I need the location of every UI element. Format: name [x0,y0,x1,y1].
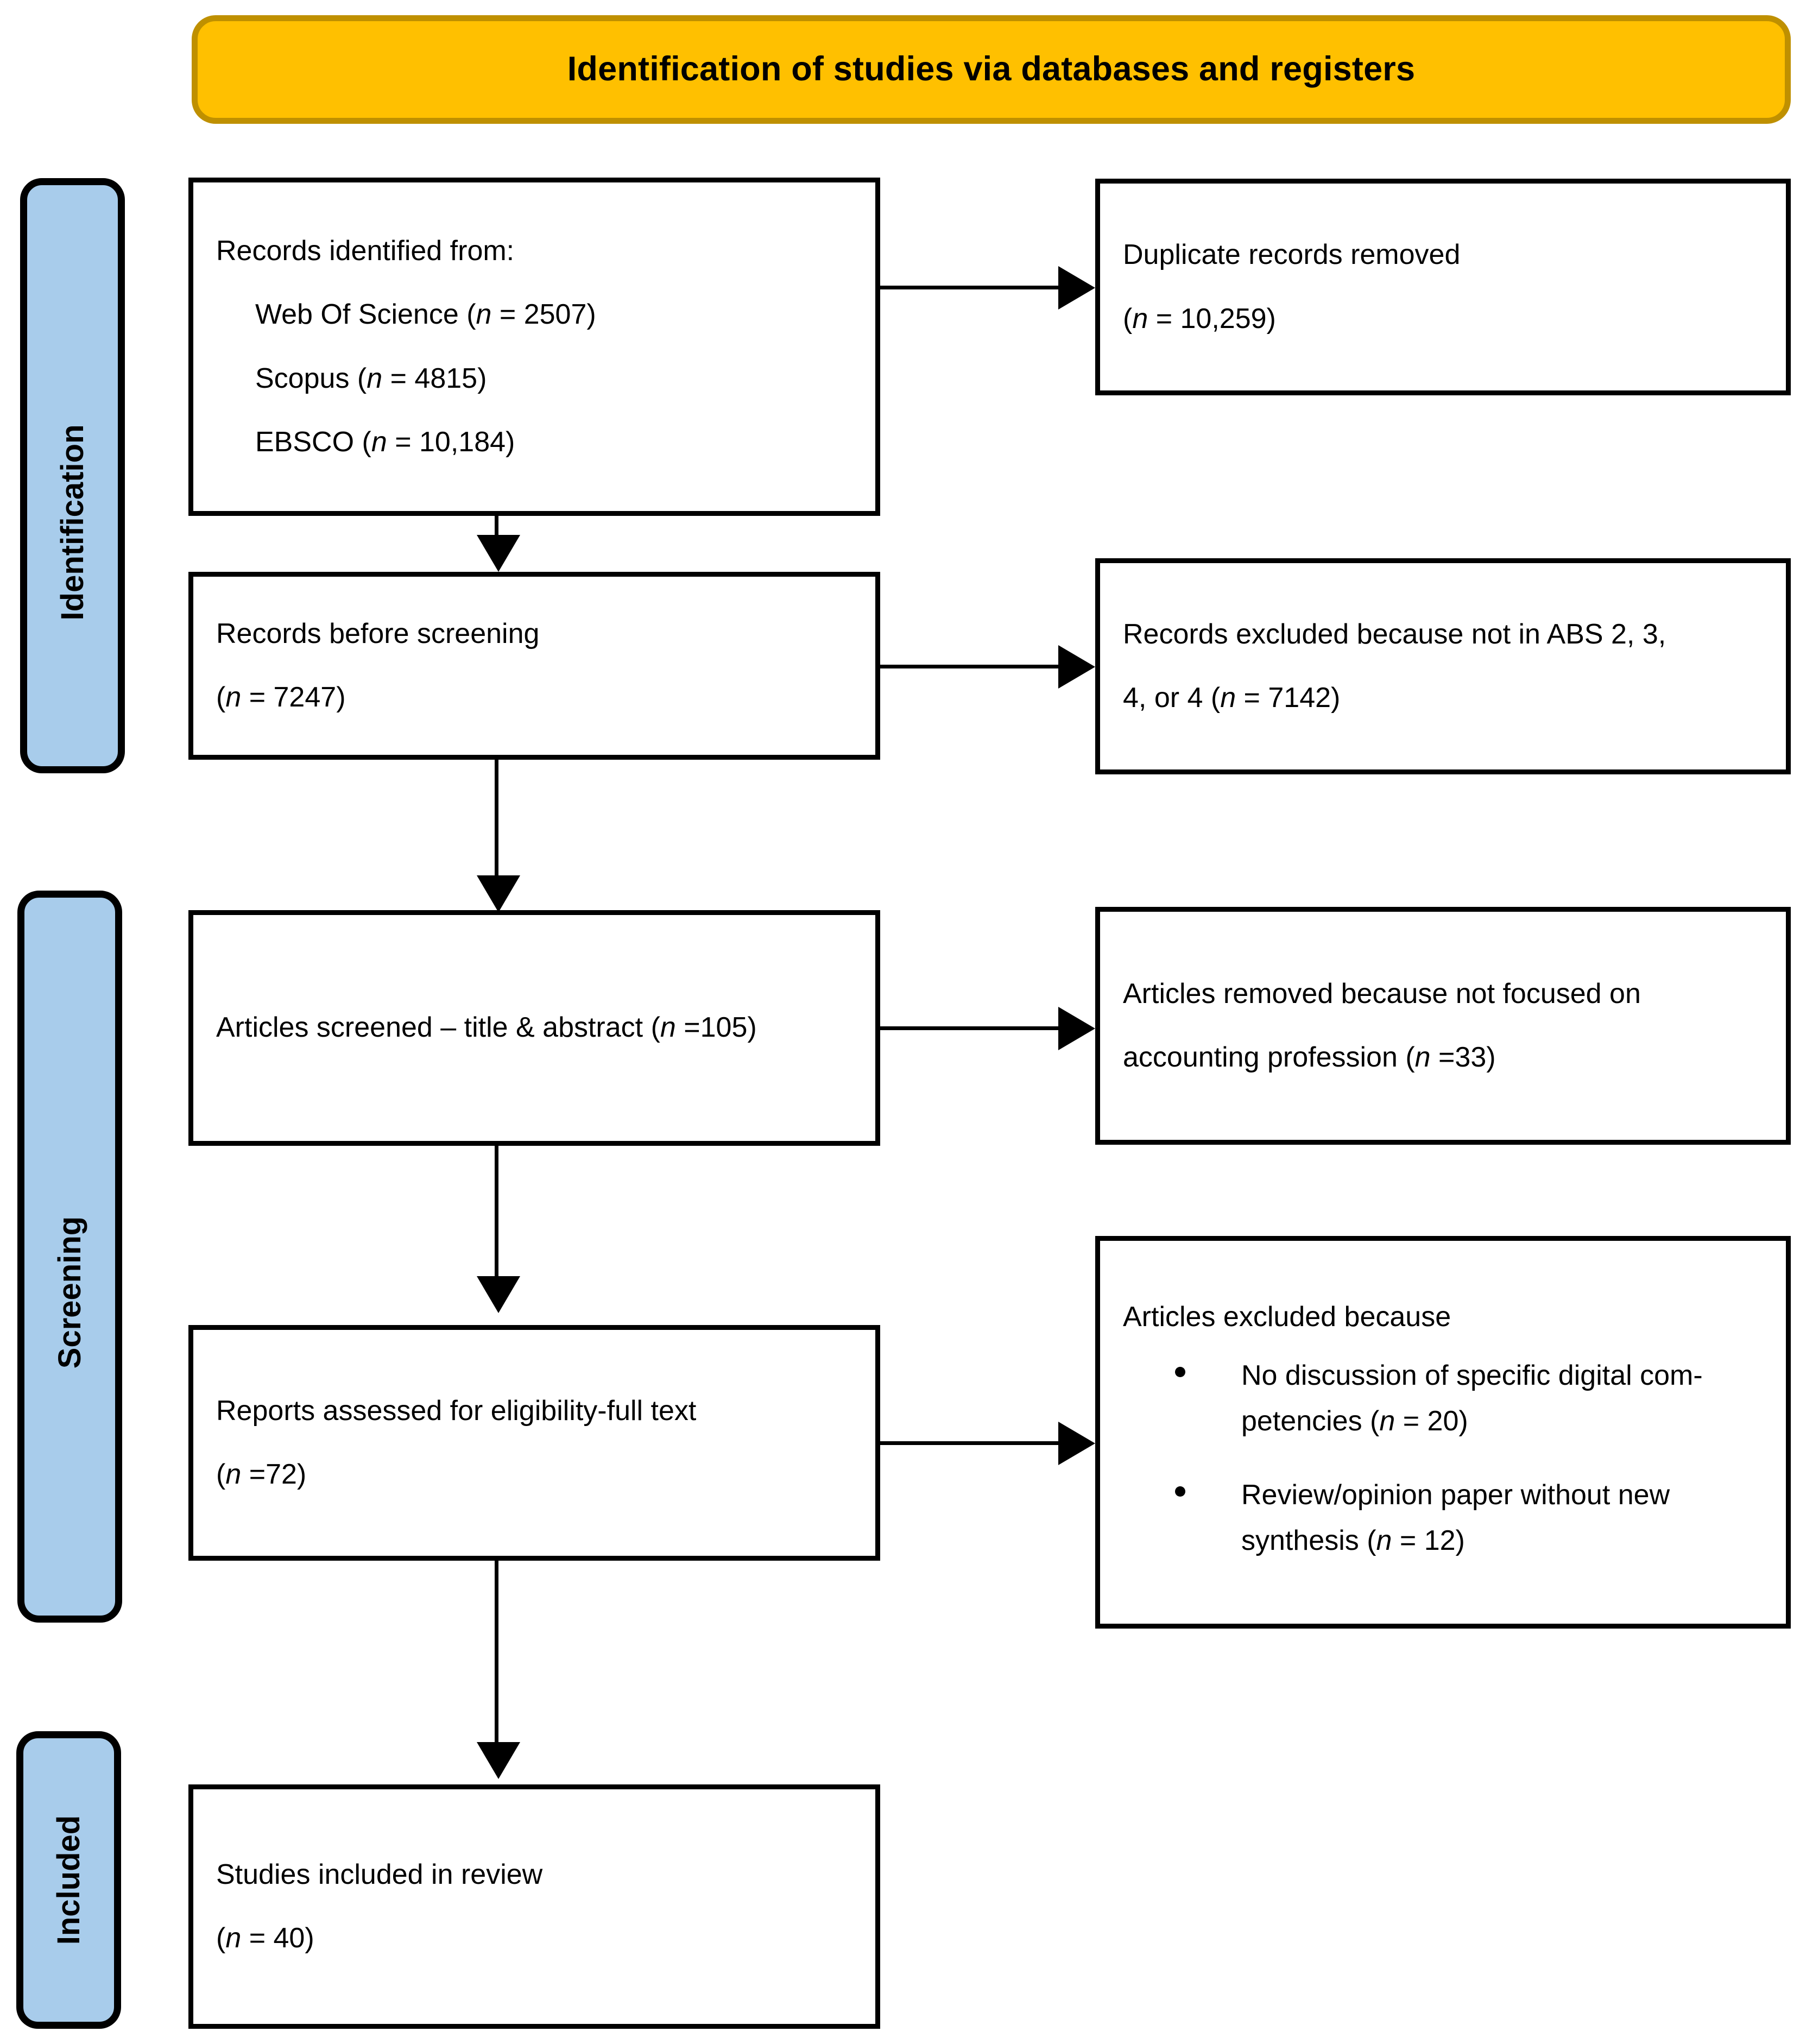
box-records-identified: Records identified from: Web Of Science … [188,178,880,516]
source-scopus: Scopus (n = 4815) [255,362,487,394]
not-focused-line1: Articles removed because not focused on [1123,977,1641,1010]
bullet-icon [1175,1366,1185,1377]
connector-screened-to-not-focused [880,1026,1060,1030]
arrow-down-icon [477,875,520,912]
connector-before-to-screened [495,760,498,882]
phase-label-screening-text: Screening [52,1216,87,1369]
articles-excluded-heading: Articles excluded because [1123,1301,1451,1333]
box-articles-removed-not-focused: Articles removed because not focused on … [1095,907,1791,1145]
source-web-of-science: Web Of Science (n = 2507) [255,299,596,331]
box-records-before-screening: Records before screening (n = 7247) [188,572,880,760]
connector-screened-to-eligibility [495,1146,498,1283]
phase-label-screening: Screening [17,891,122,1623]
duplicates-count: (n = 10,259) [1123,302,1276,335]
diagram-title-banner: Identification of studies via databases … [192,15,1791,124]
phase-label-identification: Identification [20,178,125,773]
list-item: No discussion of specific digital com-pe… [1175,1353,1763,1444]
records-identified-heading: Records identified from: [216,235,515,267]
eligibility-label: Reports assessed for eligibility-full te… [216,1395,697,1427]
connector-before-to-abs-excluded [880,665,1060,668]
bullet-icon [1175,1486,1185,1497]
arrow-right-icon [1058,266,1095,310]
box-duplicate-records-removed: Duplicate records removed (n = 10,259) [1095,179,1791,395]
articles-excluded-list: No discussion of specific digital com-pe… [1123,1353,1763,1564]
before-screening-count: (n = 7247) [216,682,346,713]
arrow-right-icon [1058,645,1095,689]
source-ebsco: EBSCO (n = 10,184) [255,426,515,458]
box-articles-excluded: Articles excluded because No discussion … [1095,1236,1791,1629]
not-focused-line2: accounting profession (n =33) [1123,1042,1496,1073]
box-records-excluded-abs: Records excluded because not in ABS 2, 3… [1095,558,1791,774]
arrow-down-icon [477,1742,520,1779]
eligibility-count: (n =72) [216,1459,307,1490]
list-item: Review/opinion paper without new synthes… [1175,1472,1763,1563]
box-reports-assessed-eligibility: Reports assessed for eligibility-full te… [188,1325,880,1561]
connector-eligibility-to-excluded [880,1441,1060,1445]
duplicates-label: Duplicate records removed [1123,239,1461,271]
connector-eligibility-to-included [495,1561,498,1746]
abs-excluded-line1: Records excluded because not in ABS 2, 3… [1123,618,1666,650]
before-screening-label: Records before screening [216,617,540,649]
page-title: Identification of studies via databases … [567,50,1416,89]
arrow-down-icon [477,535,520,572]
phase-label-identification-text: Identification [54,424,90,621]
articles-screened-label: Articles screened – title & abstract (n … [216,1012,757,1044]
arrow-right-icon [1058,1422,1095,1465]
phase-label-included: Included [16,1731,121,2029]
connector-identified-to-before [495,516,498,538]
arrow-right-icon [1058,1007,1095,1050]
studies-included-label: Studies included in review [216,1858,543,1890]
abs-excluded-line2: 4, or 4 (n = 7142) [1123,682,1341,714]
phase-label-included-text: Included [50,1815,86,1945]
connector-identified-to-duplicates [880,286,1060,289]
studies-included-count: (n = 40) [216,1922,314,1954]
arrow-down-icon [477,1276,520,1313]
box-articles-screened: Articles screened – title & abstract (n … [188,910,880,1146]
box-studies-included: Studies included in review (n = 40) [188,1784,880,2029]
